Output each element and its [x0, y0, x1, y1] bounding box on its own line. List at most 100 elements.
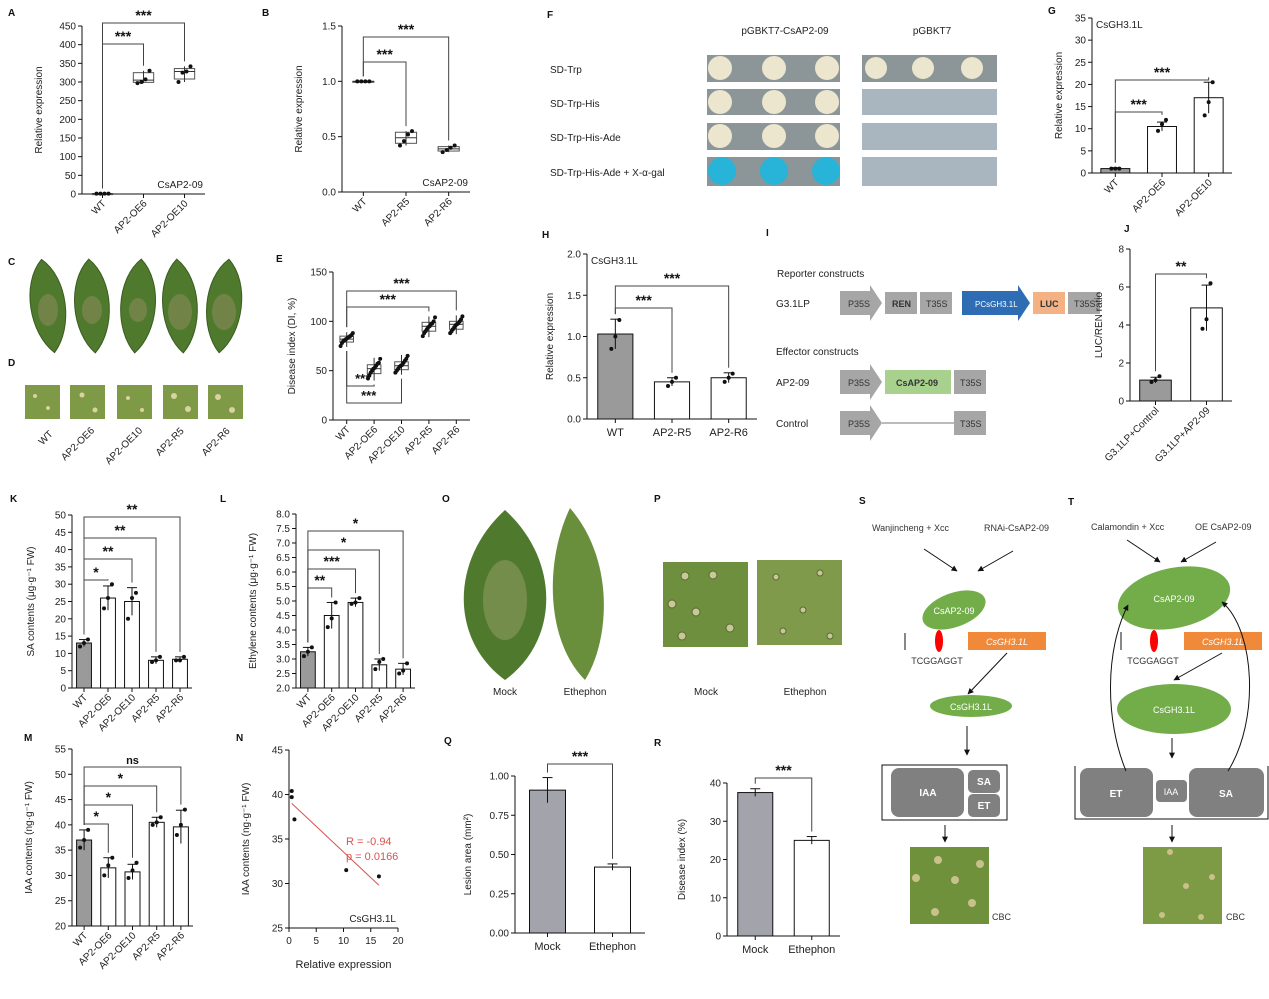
- y-tick-label: 0: [715, 932, 721, 943]
- data-point: [82, 838, 87, 843]
- gene-label: CsGH3.1L: [591, 256, 638, 267]
- y-tick-label: 0: [1118, 397, 1124, 408]
- x-tick-label: WT: [90, 198, 109, 217]
- data-point: [110, 855, 115, 860]
- data-point: [410, 129, 414, 134]
- s-input-rnai: RNAi-CsAP2-09: [984, 523, 1049, 533]
- data-point: [102, 606, 107, 611]
- data-point: [405, 661, 410, 666]
- data-point: [1153, 378, 1158, 383]
- y-tick-label: 15: [1075, 102, 1087, 113]
- significance-label: ***: [1130, 96, 1147, 112]
- panel-letter-q: Q: [444, 736, 452, 747]
- reporter-constructs-title: Reporter constructs: [777, 269, 864, 280]
- bar: [148, 821, 165, 927]
- trend-line: [291, 803, 380, 886]
- p35s-promoter-arrow: [840, 285, 882, 321]
- data-point: [126, 616, 131, 621]
- gh3-promoter-arrow: [962, 285, 1030, 321]
- t-csap2-09-label: CsAP2-09: [1153, 594, 1194, 604]
- t-et-box: [1080, 768, 1153, 817]
- x-tick-label: AP2-R6: [422, 196, 455, 229]
- s-gene-box: [968, 632, 1046, 650]
- data-point: [178, 822, 183, 827]
- data-point: [134, 860, 139, 865]
- significance-label: ***: [115, 28, 132, 44]
- y-tick-label: 10: [710, 893, 722, 904]
- leaf-photo-panel-o: Mock Ethephon: [463, 508, 606, 698]
- y-tick-label: 0: [70, 190, 76, 201]
- data-point: [106, 596, 110, 601]
- significance-label: **: [115, 522, 126, 538]
- lesion-photo-panel-p: Mock Ethephon: [663, 560, 842, 698]
- y-tick-label: 30: [272, 879, 284, 890]
- t35s-label-2: T35S: [1074, 299, 1096, 309]
- gene-label: CsAP2-09: [157, 180, 203, 191]
- data-point: [344, 868, 349, 873]
- data-point: [147, 68, 152, 73]
- s-outcome-label: CBC: [992, 912, 1012, 922]
- x-tick-label: Ethephon: [788, 944, 835, 956]
- data-point: [86, 827, 91, 832]
- y-tick-label: 2.0: [567, 250, 581, 261]
- data-point: [133, 590, 138, 595]
- data-point: [730, 371, 735, 376]
- luc-box: [1033, 292, 1065, 314]
- y-tick-label: 1.0: [567, 332, 581, 343]
- bar: [76, 839, 93, 927]
- significance-bracket: [307, 549, 380, 654]
- data-point: [154, 820, 159, 825]
- y-tick-label: 40: [55, 545, 67, 556]
- data-point: [301, 654, 306, 659]
- data-point: [617, 318, 622, 322]
- significance-label: ***: [1154, 64, 1171, 80]
- bar: [1139, 379, 1172, 402]
- bar: [793, 839, 830, 937]
- data-point: [373, 667, 378, 672]
- x-tick-label: G3.1LP+AP2-09: [1153, 405, 1213, 465]
- data-point: [666, 384, 670, 388]
- y-tick-label: 50: [316, 366, 328, 377]
- x-tick-label: WT: [295, 692, 314, 711]
- correlation-r: R = -0.94: [346, 836, 392, 848]
- data-point: [613, 334, 618, 339]
- y-tick-label: 20: [55, 614, 67, 625]
- yeast-blue-colonies: [708, 157, 840, 185]
- t-gh3-label: CsGH3.1L: [1153, 705, 1195, 715]
- y-axis-label: SA contents (μg·g⁻¹ FW): [26, 547, 37, 657]
- bar: [347, 601, 364, 689]
- x-tick-label: AP2-OE10: [149, 198, 191, 240]
- panel-letter-t: T: [1068, 497, 1074, 508]
- t-input-calamondin: Calamondin + Xcc: [1091, 522, 1165, 532]
- t-input-oe: OE CsAP2-09: [1195, 522, 1252, 532]
- y-tick-label: 0: [60, 684, 66, 695]
- lesion-photo-ethephon: [757, 560, 842, 645]
- data-point: [377, 659, 382, 664]
- t-motif: TCGGAGGT: [1127, 656, 1179, 666]
- significance-bracket: [1155, 273, 1207, 372]
- data-point: [184, 69, 189, 74]
- chart-l: 2.02.53.03.54.04.55.05.56.06.57.07.58.0E…: [248, 510, 415, 734]
- y-tick-label: 55: [55, 745, 67, 756]
- data-point: [398, 143, 402, 148]
- data-point: [150, 660, 155, 665]
- bar: [653, 381, 691, 420]
- yeast-colonies: [708, 56, 983, 148]
- bar: [172, 658, 188, 689]
- y-tick-label: 10: [55, 649, 67, 660]
- y-tick-label: 20: [55, 922, 67, 933]
- data-point: [126, 875, 131, 880]
- y-tick-label: 100: [59, 152, 76, 163]
- y-tick-label: 30: [55, 580, 67, 591]
- y-tick-label: 40: [272, 790, 284, 801]
- data-point: [1208, 281, 1213, 286]
- yeast-row-sd-trp: SD-Trp: [550, 65, 582, 76]
- significance-label: *: [353, 515, 359, 531]
- y-tick-label: 150: [310, 268, 327, 279]
- data-point: [1204, 317, 1209, 322]
- p35s-label-control: P35S: [848, 419, 870, 429]
- significance-bracket: [547, 763, 613, 859]
- y-tick-label: 20: [1075, 80, 1087, 91]
